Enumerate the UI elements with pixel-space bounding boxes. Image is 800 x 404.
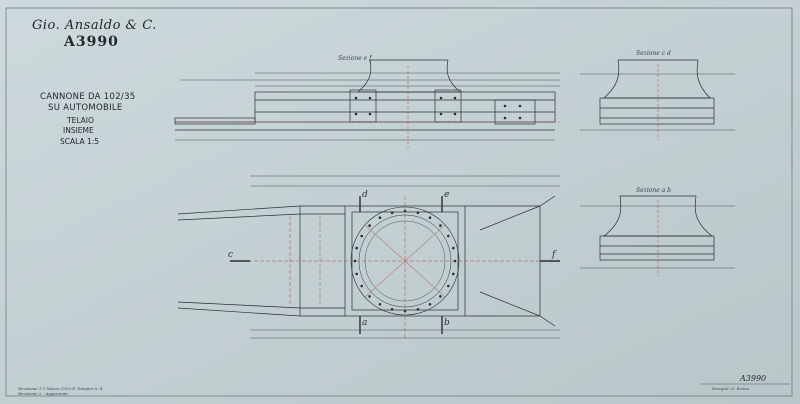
- rivet: [439, 295, 442, 298]
- marker-a: a: [362, 318, 368, 328]
- rivet: [416, 308, 420, 311]
- rivet: [368, 224, 371, 227]
- subtitle-line-1: TELAIO: [67, 116, 94, 125]
- subtitle-line-2: INSIEME: [63, 126, 94, 135]
- section-cd: [580, 59, 735, 140]
- signature: Disegnò: G. Bruno: [712, 386, 750, 391]
- rivet: [403, 209, 407, 213]
- side-view-rivets: [354, 96, 522, 120]
- rivet: [428, 216, 432, 219]
- rivet: [390, 211, 394, 214]
- drawing-number: A3990: [64, 34, 119, 50]
- rivet: [360, 234, 364, 238]
- rivet: [353, 259, 357, 263]
- marker-f: f: [552, 250, 556, 260]
- revision-note: Revisione 2 - Aggiornato: [18, 391, 68, 396]
- rivet: [368, 295, 371, 298]
- rivet: [453, 259, 457, 263]
- section-label-cd: Sezione c d: [636, 50, 671, 57]
- revision-notes: Revisione 1-1 Marzo 1925-F. Tampier n. 4…: [18, 386, 103, 396]
- company-name: Gio. Ansaldo & C.: [32, 18, 157, 33]
- rivet: [428, 303, 432, 306]
- side-view-ef: [174, 59, 560, 148]
- rivet: [452, 272, 455, 276]
- rivet: [403, 309, 407, 313]
- scale-label: SCALA 1:5: [60, 137, 100, 146]
- plan-centerlines: [230, 196, 560, 340]
- rivet: [452, 246, 455, 250]
- title-line-1: CANNONE DA 102/35: [40, 92, 136, 102]
- revision-note: Revisione 1-1 Marzo 1925-F. Tampier n. 4: [18, 386, 103, 391]
- rivet: [416, 211, 420, 214]
- marker-e: e: [444, 190, 450, 200]
- rivet: [355, 272, 359, 276]
- section-label-ab: Sezione a b: [636, 187, 672, 194]
- section-ab: [580, 195, 735, 276]
- marker-b: b: [444, 318, 450, 328]
- rivet: [360, 284, 364, 288]
- marker-d: d: [362, 190, 368, 200]
- rivet: [378, 303, 382, 306]
- cut-lines: [230, 196, 560, 334]
- rivet: [355, 246, 359, 250]
- rivet: [390, 308, 394, 311]
- sheet-border: [5, 7, 793, 397]
- rivet: [447, 284, 450, 288]
- rivet: [439, 224, 442, 227]
- rivet: [447, 234, 450, 238]
- title-line-2: SU AUTOMOBILE: [48, 103, 123, 113]
- section-label-ef: Sezione e f: [338, 55, 372, 62]
- marker-c: c: [228, 250, 234, 260]
- rivet: [378, 216, 382, 219]
- plan-view: [177, 175, 560, 339]
- drawing-stamp: A3990: [740, 374, 767, 383]
- bolt-circle: [353, 209, 457, 313]
